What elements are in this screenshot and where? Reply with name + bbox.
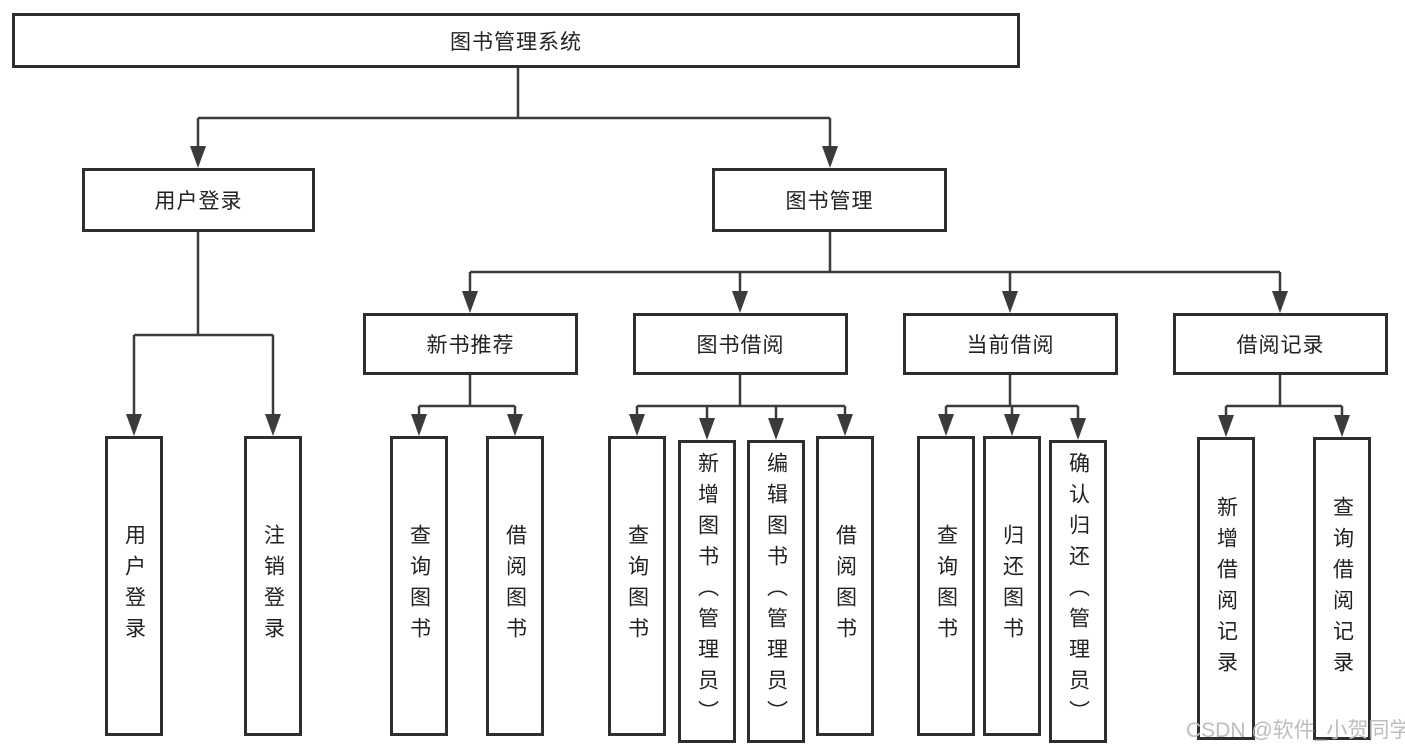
- leaf-edit-book-admin: 编辑图书（管理员）: [747, 440, 805, 743]
- leaf-query-borrow-record: 查询借阅记录: [1313, 437, 1371, 740]
- node-label: 新增图书（管理员）: [695, 452, 719, 731]
- node-label: 当前借阅: [966, 334, 1055, 357]
- node-new-book-recommend: 新书推荐: [363, 313, 578, 375]
- node-book-management: 图书管理: [712, 168, 947, 232]
- node-label: 借阅记录: [1236, 334, 1325, 357]
- node-label: 借阅图书: [833, 524, 857, 648]
- node-label: 归还图书: [1000, 524, 1024, 648]
- node-library-management-system: 图书管理系统: [12, 13, 1020, 68]
- node-label: 图书管理: [785, 190, 874, 213]
- node-label: 新增借阅记录: [1214, 495, 1238, 682]
- leaf-user-login: 用户登录: [105, 436, 163, 736]
- leaf-add-book-admin: 新增图书（管理员）: [678, 440, 736, 743]
- leaf-logout: 注销登录: [244, 436, 302, 736]
- node-label: 查询图书: [625, 524, 649, 648]
- node-label: 查询借阅记录: [1330, 495, 1354, 682]
- node-book-borrow: 图书借阅: [633, 313, 848, 375]
- node-user-login: 用户登录: [82, 168, 315, 232]
- leaf-query-books-borrow: 查询图书: [608, 436, 666, 736]
- node-label: 新书推荐: [426, 334, 515, 357]
- leaf-borrow-books: 借阅图书: [816, 436, 874, 736]
- leaf-borrow-books-recommend: 借阅图书: [486, 436, 544, 736]
- node-label: 查询图书: [934, 524, 958, 648]
- leaf-add-borrow-record: 新增借阅记录: [1197, 437, 1255, 740]
- node-borrow-records: 借阅记录: [1173, 313, 1388, 375]
- node-label: 注销登录: [261, 524, 285, 648]
- leaf-return-book: 归还图书: [983, 436, 1041, 736]
- node-label: 借阅图书: [503, 524, 527, 648]
- node-label: 编辑图书（管理员）: [764, 452, 788, 731]
- node-label: 用户登录: [122, 524, 146, 648]
- csdn-watermark: CSDN @软件_小贺同学: [1186, 719, 1405, 742]
- leaf-query-books-current: 查询图书: [917, 436, 975, 736]
- node-label: 查询图书: [407, 524, 431, 648]
- node-current-borrow: 当前借阅: [903, 313, 1118, 375]
- node-label: 用户登录: [154, 190, 243, 213]
- leaf-query-books-recommend: 查询图书: [390, 436, 448, 736]
- node-label: 确认归还（管理员）: [1066, 452, 1090, 731]
- leaf-confirm-return-admin: 确认归还（管理员）: [1049, 440, 1107, 743]
- node-label: 图书管理系统: [450, 30, 582, 54]
- node-label: 图书借阅: [696, 334, 785, 357]
